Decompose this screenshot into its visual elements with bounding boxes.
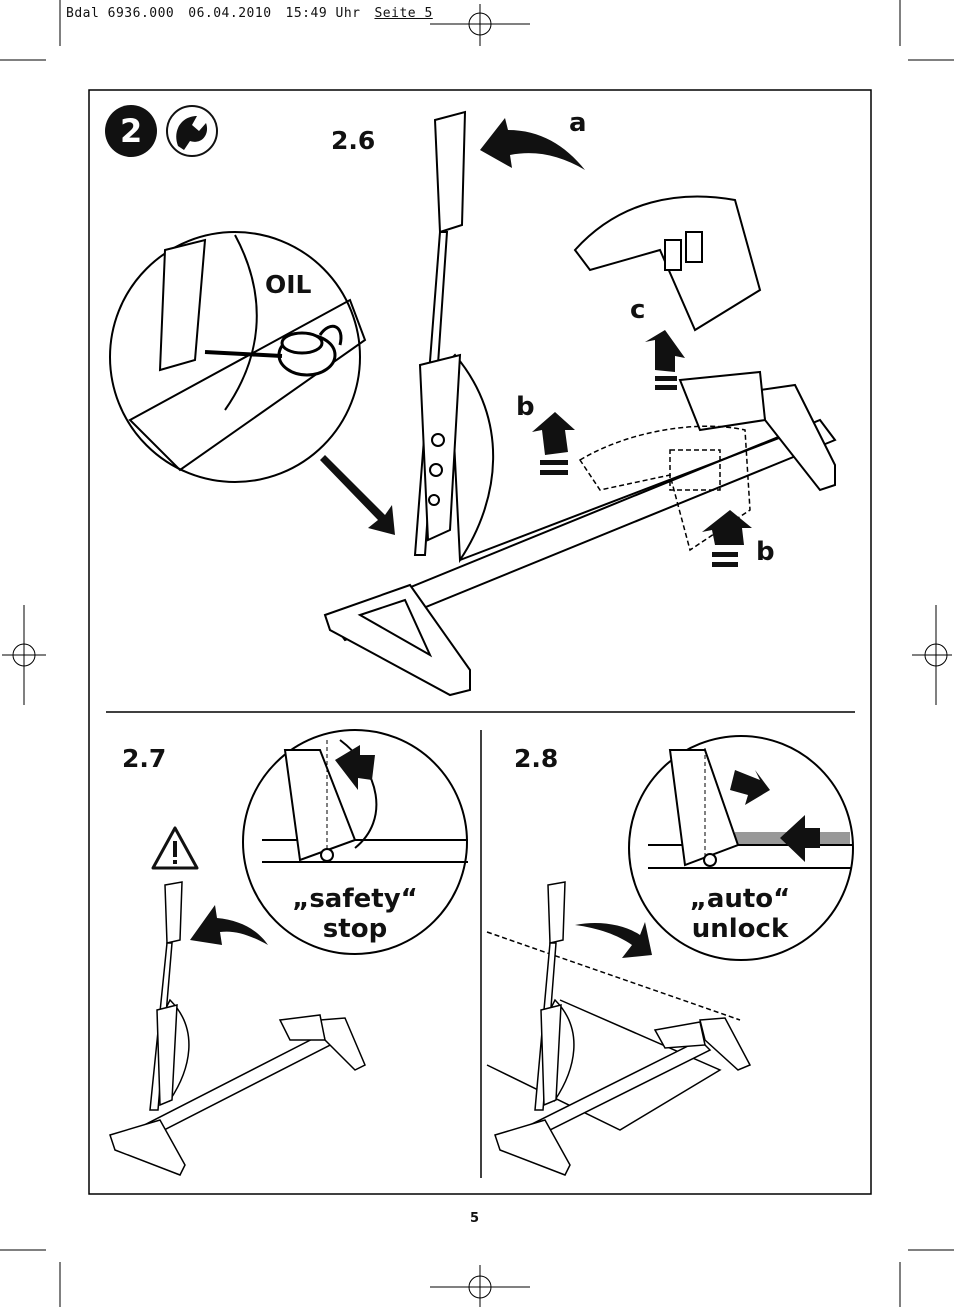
header-doc: Bdal 6936.000: [66, 6, 175, 21]
step-2-6-label: 2.6: [331, 126, 376, 155]
header-page: Seite 5: [374, 6, 433, 21]
wrench-icon: [166, 105, 218, 157]
callout-b-left: b: [516, 392, 535, 422]
arrow-2-7: [190, 905, 268, 945]
callout-c: c: [630, 295, 646, 325]
safety-detail-circle: [242, 729, 468, 955]
lifted-part-ghost: [578, 425, 751, 552]
step-2-8-label: 2.8: [514, 744, 559, 773]
auto-caption-line2: unlock: [691, 914, 789, 944]
page-number: 5: [470, 1211, 480, 1226]
header-time: 15:49 Uhr: [285, 6, 361, 21]
oil-can-icon: [204, 324, 343, 377]
auto-detail-circle: [628, 735, 854, 961]
arrows-2-6: [320, 118, 752, 567]
step-number-badge: [105, 105, 157, 157]
oil-label: OIL: [265, 270, 312, 299]
oil-detail-circle: [109, 231, 367, 483]
header-date: 06.04.2010: [188, 6, 272, 21]
print-header: Bdal 6936.000 06.04.2010 15:49 Uhr Seite 5: [66, 6, 447, 21]
cutter-2-8: [486, 881, 752, 1176]
auto-caption-line1: „auto“: [689, 884, 791, 914]
safety-caption-line1: „safety“: [292, 884, 418, 914]
auto-unlock-caption: „auto“ unlock: [665, 884, 815, 944]
callout-a: a: [569, 108, 587, 138]
safety-caption-line2: stop: [322, 914, 388, 944]
step-2-7-label: 2.7: [122, 744, 167, 773]
safety-stop-caption: „safety“ stop: [280, 884, 430, 944]
warning-triangle-icon: [151, 826, 199, 870]
arrow-2-8: [575, 922, 652, 958]
cutter-2-6: [323, 110, 837, 697]
callout-b-right: b: [756, 537, 775, 567]
panel-frame: [88, 89, 872, 1195]
cutter-2-7: [109, 881, 366, 1176]
step-number-text: 2: [120, 112, 143, 150]
